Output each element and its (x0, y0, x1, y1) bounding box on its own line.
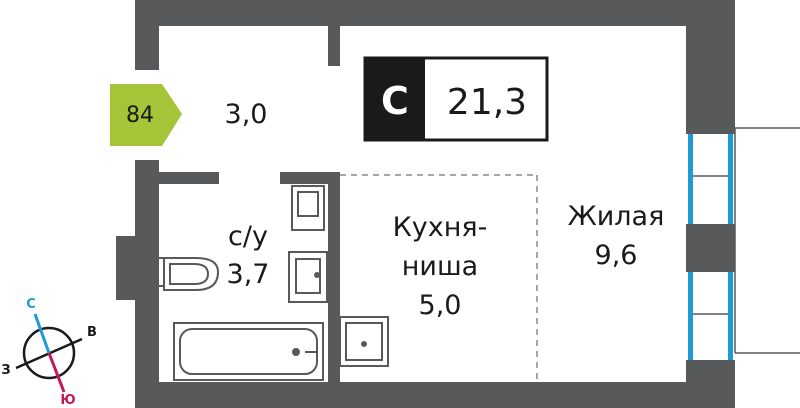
wall-bottom (135, 382, 735, 408)
wall-right-bottom (686, 360, 735, 408)
washing-machine-icon (291, 185, 325, 231)
wall-left-upper (135, 0, 159, 70)
compass-west: З (1, 363, 10, 378)
wall-bath-top-left (159, 172, 219, 184)
kitchen-name-line1: Кухня- (393, 212, 488, 243)
kitchen-name-line2: ниша (402, 251, 478, 282)
kitchen-area: 5,0 (419, 290, 462, 321)
wall-stub (328, 26, 340, 66)
apartment-type-box: С 21,3 (363, 56, 549, 142)
kitchen-sink-icon (339, 316, 389, 367)
kitchen-niche-boundary (340, 174, 538, 382)
bathroom-name: с/у (228, 221, 268, 252)
bathtub-icon (173, 322, 324, 381)
hallway-area: 3,0 (225, 99, 268, 130)
window-upper (686, 134, 735, 224)
living-room-area: 9,6 (595, 240, 638, 271)
compass-icon: С В З Ю (1, 297, 97, 408)
balcony (734, 127, 800, 354)
apartment-type-letter: С (381, 79, 409, 123)
apartment-number: 84 (126, 103, 154, 128)
wall-top (135, 0, 735, 26)
wall-bath-right (328, 172, 340, 382)
compass-south: Ю (60, 393, 75, 408)
wall-right-middle (686, 224, 735, 272)
walls (116, 0, 735, 408)
apartment-number-badge: 84 (110, 84, 182, 146)
wall-right-top (686, 0, 735, 134)
total-area: 21,3 (447, 82, 527, 123)
compass-east: В (87, 325, 97, 340)
living-room-name: Жилая (568, 201, 665, 232)
compass-north: С (26, 297, 36, 312)
bathroom-area: 3,7 (227, 259, 270, 290)
window-lower (686, 272, 735, 360)
wall-bath-top-right (280, 172, 340, 184)
bathroom-sink-icon (288, 251, 328, 303)
toilet-icon (129, 255, 220, 291)
